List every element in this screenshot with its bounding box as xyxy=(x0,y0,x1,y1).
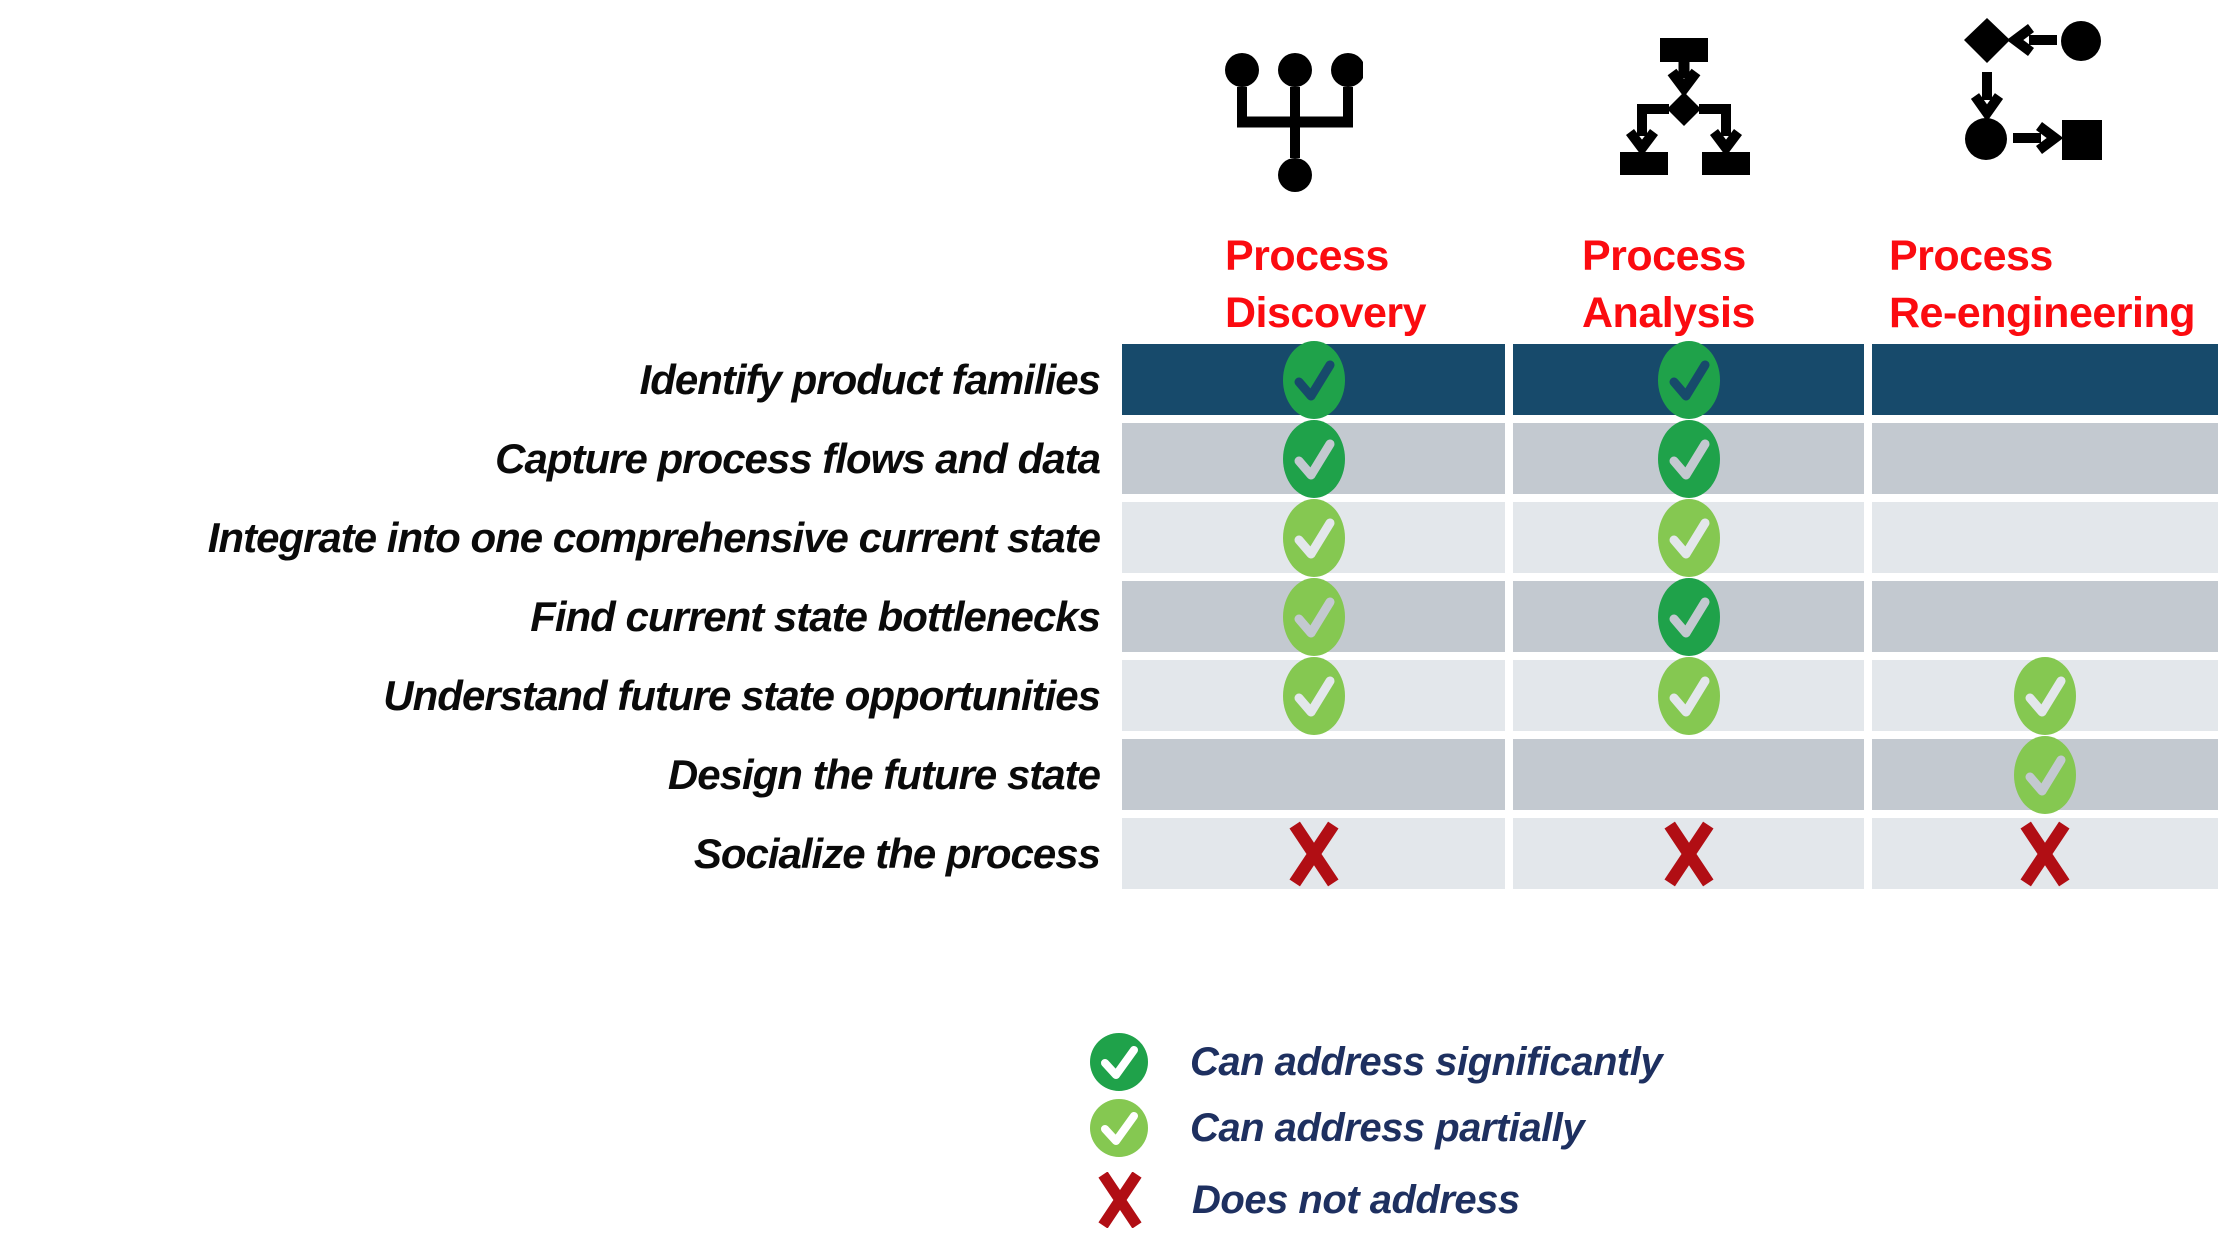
matrix-cell xyxy=(1122,656,1505,735)
legend-label: Does not address xyxy=(1192,1177,1520,1222)
row-label: Find current state bottlenecks xyxy=(530,592,1101,640)
matrix-cell xyxy=(1513,340,1864,419)
check-partial-icon xyxy=(1657,498,1720,577)
check-partial-icon xyxy=(1282,498,1345,577)
legend-item-significant: Can address significantly xyxy=(1090,1032,1663,1092)
matrix-cell xyxy=(1872,735,2218,814)
matrix-cell xyxy=(1513,498,1864,577)
column-header-line: Re-engineering xyxy=(1889,289,2196,337)
matrix-cell xyxy=(1872,818,2218,889)
check-partial-icon xyxy=(1657,656,1720,735)
matrix-cell xyxy=(1122,739,1505,810)
check-significant-icon xyxy=(1657,419,1720,498)
column-header-line: Process xyxy=(1225,232,1389,280)
x-icon xyxy=(2020,821,2070,886)
matrix-cell xyxy=(1872,581,2218,652)
legend-item-partial: Can address partially xyxy=(1090,1098,1585,1158)
check-significant-icon xyxy=(1282,340,1345,419)
legend-x-icon xyxy=(1098,1172,1142,1228)
column-header-process-analysis: Process Analysis xyxy=(1582,228,1755,342)
matrix-cell xyxy=(1122,577,1505,656)
matrix-cell xyxy=(1513,419,1864,498)
matrix-cell xyxy=(1872,344,2218,415)
check-partial-icon xyxy=(2014,656,2076,735)
matrix-cell xyxy=(1122,818,1505,889)
matrix-cell xyxy=(1872,502,2218,573)
legend-item-none: Does not address xyxy=(1090,1170,1520,1230)
row-label: Identify product families xyxy=(639,355,1101,403)
row-label: Integrate into one comprehensive current… xyxy=(207,513,1101,561)
matrix-cell xyxy=(1872,423,2218,494)
row-label: Design the future state xyxy=(667,750,1101,798)
matrix-cell xyxy=(1513,818,1864,889)
matrix-cell xyxy=(1513,656,1864,735)
column-header-process-discovery: Process Discovery xyxy=(1225,228,1427,342)
x-icon xyxy=(1288,821,1339,886)
matrix-cell xyxy=(1513,739,1864,810)
column-header-line: Process xyxy=(1582,232,1746,280)
column-header-line: Process xyxy=(1889,232,2053,280)
row-label: Understand future state opportunities xyxy=(383,671,1101,719)
legend-label: Can address partially xyxy=(1190,1105,1585,1150)
matrix-cell xyxy=(1872,656,2218,735)
legend-significant-check-icon xyxy=(1090,1033,1148,1091)
check-significant-icon xyxy=(1657,340,1720,419)
column-header-line: Analysis xyxy=(1582,289,1755,337)
workflow-loop-icon xyxy=(1963,18,2103,160)
check-partial-icon xyxy=(1282,577,1345,656)
matrix-cell xyxy=(1122,340,1505,419)
check-partial-icon xyxy=(2014,735,2076,814)
matrix-cell xyxy=(1122,498,1505,577)
matrix-cell xyxy=(1122,419,1505,498)
legend-significant-check-icon xyxy=(1090,1033,1148,1091)
row-label: Capture process flows and data xyxy=(495,434,1101,482)
column-header-process-reengineering: Process Re-engineering xyxy=(1889,228,2196,342)
column-header-line: Discovery xyxy=(1225,289,1427,337)
legend-partial-check-icon xyxy=(1090,1099,1148,1157)
matrix-cell xyxy=(1513,577,1864,656)
row-label: Socialize the process xyxy=(693,829,1101,877)
x-icon xyxy=(1663,821,1714,886)
legend-x-icon xyxy=(1090,1172,1150,1228)
check-significant-icon xyxy=(1657,577,1720,656)
check-partial-icon xyxy=(1282,656,1345,735)
legend-label: Can address significantly xyxy=(1190,1039,1663,1084)
legend-partial-check-icon xyxy=(1090,1099,1148,1157)
flowchart-branch-icon xyxy=(1620,38,1750,175)
check-significant-icon xyxy=(1282,419,1345,498)
org-merge-icon xyxy=(1225,53,1363,193)
